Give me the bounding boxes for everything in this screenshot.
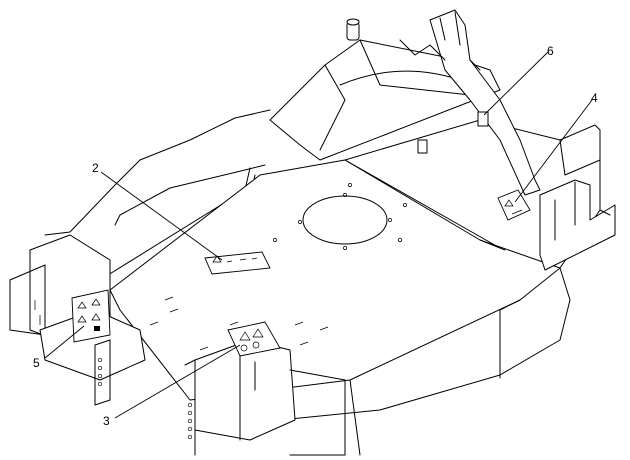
post: [417, 139, 428, 154]
leader-line-2: [100, 171, 223, 261]
decal-4: [497, 189, 531, 221]
bolt-hole: [273, 238, 277, 242]
leader-line-6: [483, 51, 549, 116]
deck-outline-left: [44, 109, 271, 236]
adjust-hole: [187, 402, 193, 408]
knob-cap: [346, 18, 360, 26]
callout-5: 5: [33, 356, 40, 370]
bolt-hole: [398, 238, 402, 242]
adjust-hole: [97, 381, 103, 387]
leader-line-3: [114, 344, 241, 419]
adjust-hole: [97, 357, 103, 363]
beam-bracket-detail: [399, 11, 481, 71]
bolt-hole: [403, 203, 407, 207]
deck-right-plate-inner: [344, 159, 506, 251]
beam-bracket-right: [429, 9, 541, 196]
bolt-hole: [348, 183, 352, 187]
adjust-hole: [97, 373, 103, 379]
adjust-hole: [187, 434, 193, 440]
spindle-hole: [302, 195, 388, 245]
front-lower-box: [289, 369, 346, 456]
right-rear-plate: [559, 124, 601, 176]
decal-5: [71, 289, 111, 343]
bracket-slots: [29, 285, 41, 325]
deck-top-plate: [109, 159, 561, 401]
callout-2: 2: [92, 161, 99, 175]
leader-line-4: [514, 99, 593, 203]
right-mount-bracket: [539, 179, 616, 271]
adjust-hole: [187, 410, 193, 416]
bolt-hole: [343, 193, 347, 197]
adjust-hole: [187, 418, 193, 424]
bolt-hole: [388, 218, 392, 222]
skirt-lower-edge: [349, 309, 501, 456]
deck-slots: [149, 296, 329, 351]
upper-beam-inner: [319, 39, 471, 151]
callout-4: 4: [591, 91, 598, 105]
bolt-hole: [298, 220, 302, 224]
callout-6: 6: [547, 44, 554, 58]
post: [477, 111, 489, 127]
deck-rim-left: [114, 164, 266, 226]
adjust-hole: [97, 365, 103, 371]
adjust-hole: [187, 426, 193, 432]
decal-2: [204, 251, 271, 275]
front-channel-inner: [94, 339, 111, 406]
leader-line-5: [44, 325, 85, 359]
callout-3: 3: [103, 414, 110, 428]
right-mount-detail: [554, 181, 611, 241]
front-right-bracket-detail: [184, 344, 256, 456]
bolt-hole: [343, 246, 347, 250]
